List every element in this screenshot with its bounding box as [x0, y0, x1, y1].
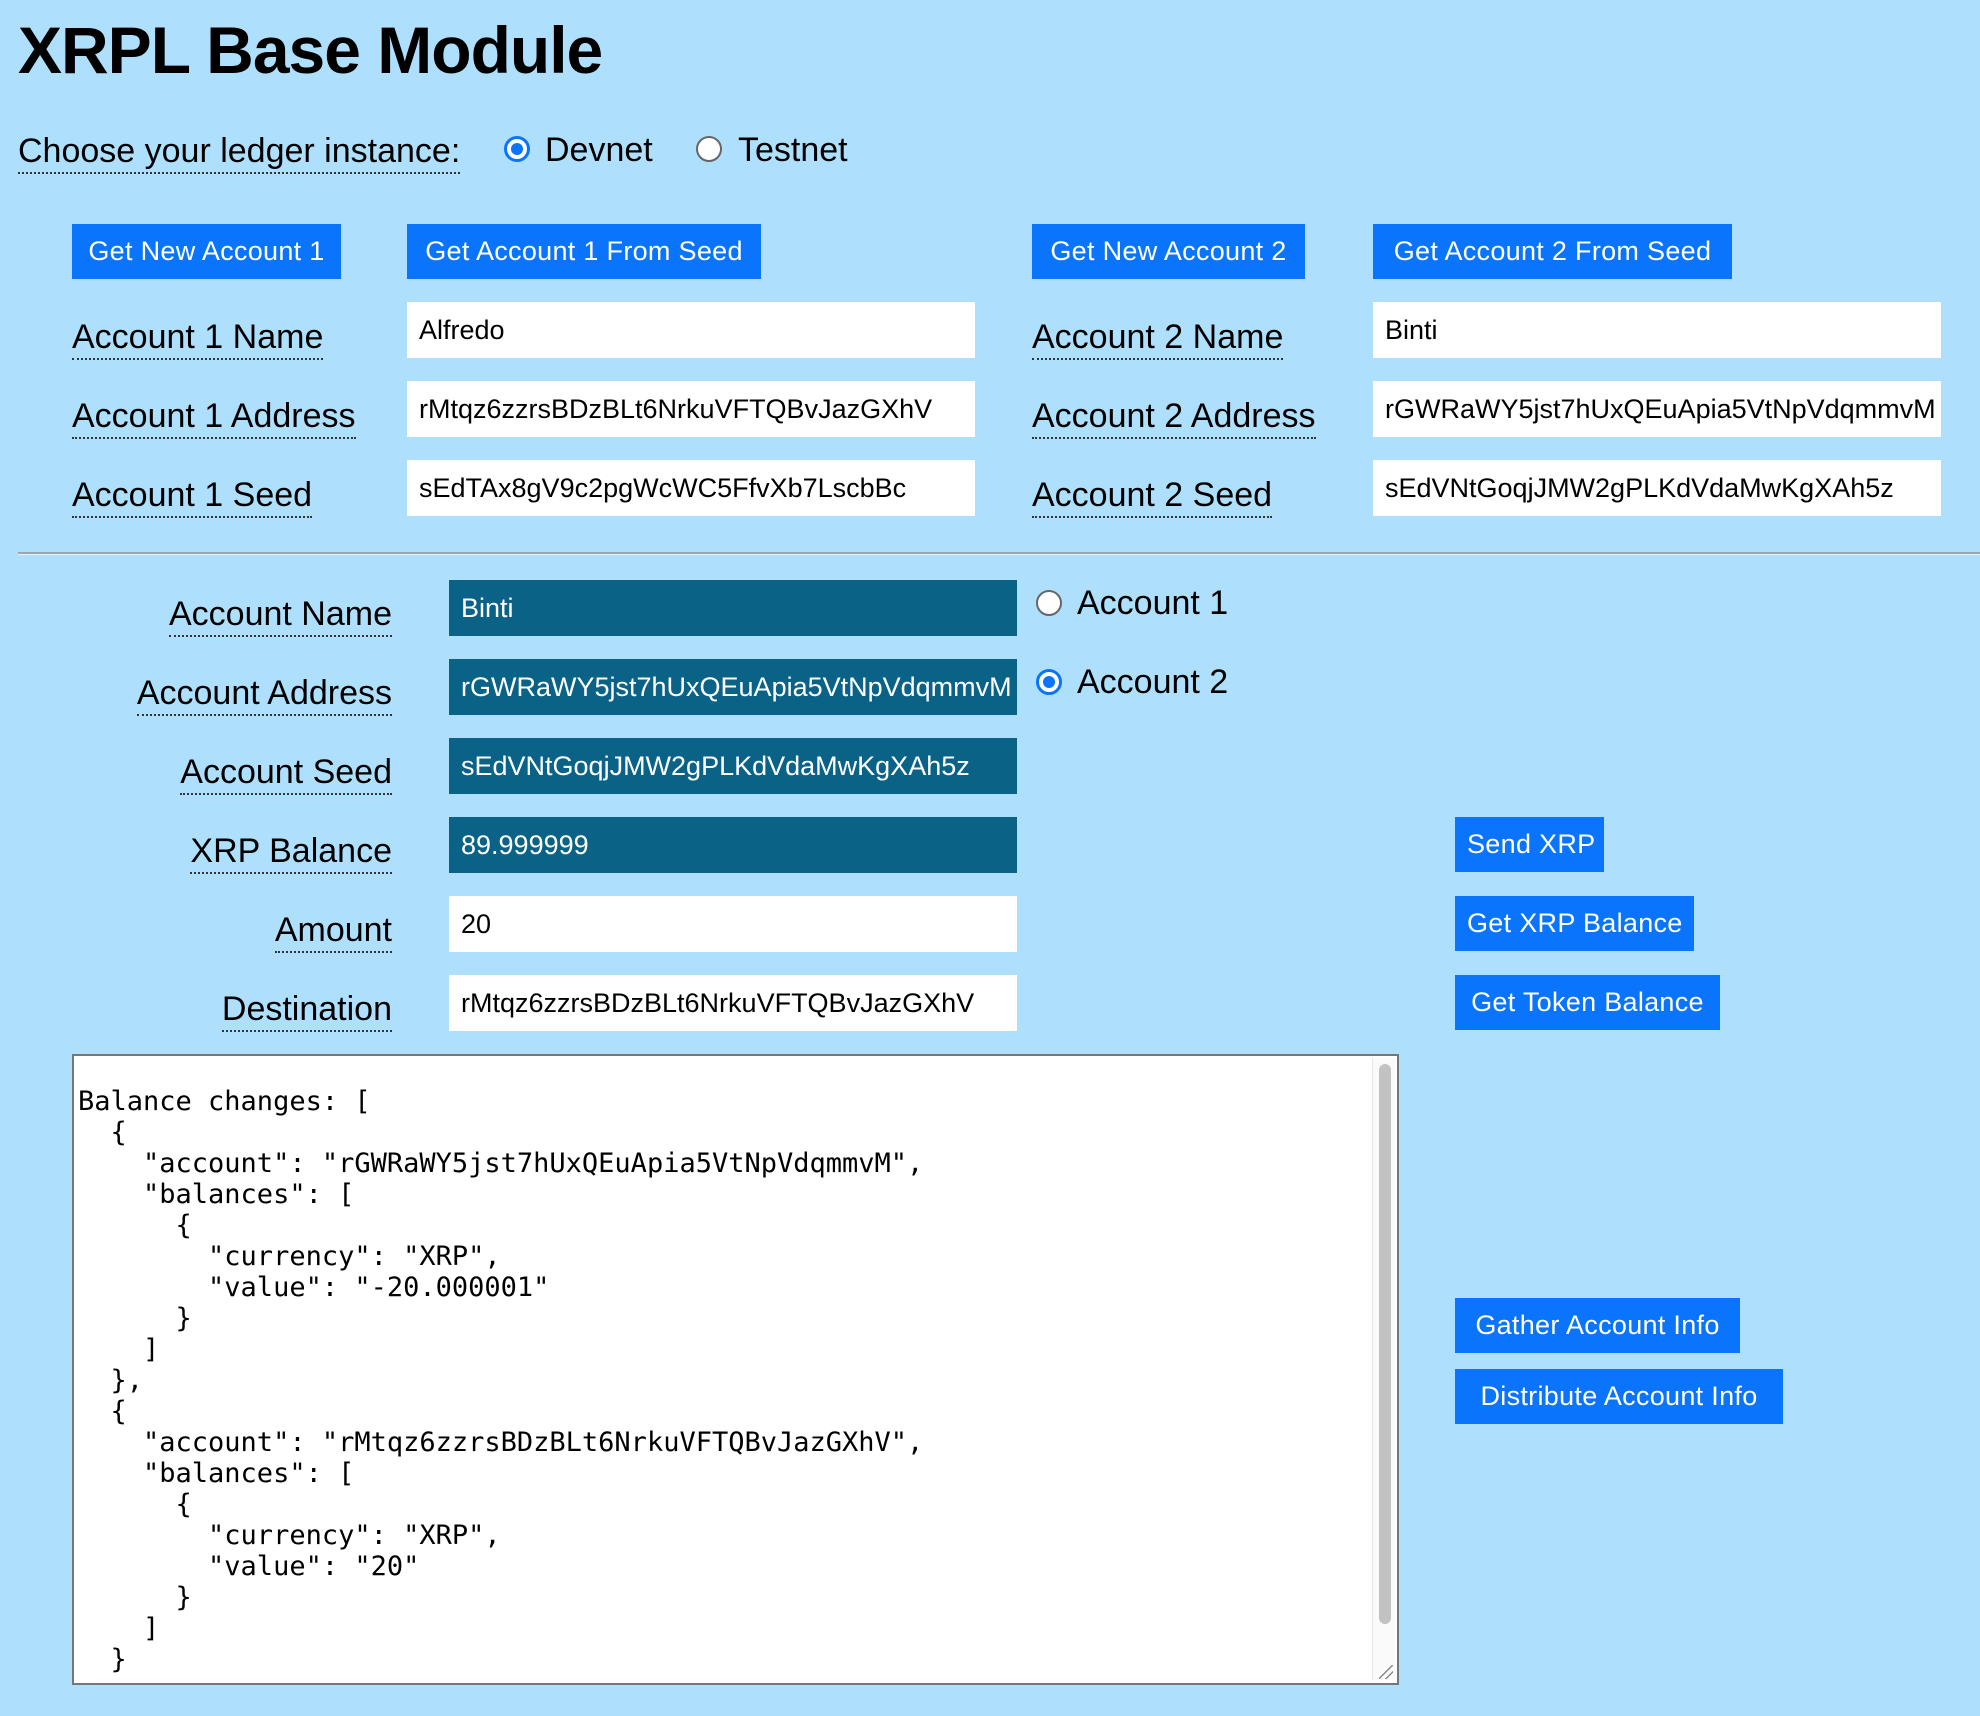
section-divider: [18, 552, 1980, 555]
results-textarea[interactable]: Balance changes: [ { "account": "rGWRaWY…: [72, 1054, 1399, 1685]
account-1-name-field[interactable]: Alfredo: [407, 302, 975, 358]
account-2-address-field[interactable]: rGWRaWY5jst7hUxQEuApia5VtNpVdqmmvM: [1373, 381, 1941, 437]
results-text: Balance changes: [ { "account": "rGWRaWY…: [78, 1086, 924, 1675]
page-title: XRPL Base Module: [18, 13, 603, 87]
gather-account-info-button[interactable]: Gather Account Info: [1455, 1298, 1740, 1353]
destination-field[interactable]: rMtqz6zzrsBDzBLt6NrkuVFTQBvJazGXhV: [449, 975, 1017, 1031]
get-new-account-2-button[interactable]: Get New Account 2: [1032, 224, 1305, 279]
results-scrollbar[interactable]: [1372, 1058, 1395, 1680]
distribute-account-info-button[interactable]: Distribute Account Info: [1455, 1369, 1783, 1424]
account-seed-label: Account Seed: [180, 752, 392, 795]
xrp-balance-label: XRP Balance: [190, 831, 392, 874]
account-2-radio-label[interactable]: Account 2: [1077, 663, 1229, 701]
account-1-seed-field[interactable]: sEdTAx8gV9c2pgWcWC5FfvXb7LscbBc: [407, 460, 975, 516]
get-account-2-from-seed-button[interactable]: Get Account 2 From Seed: [1373, 224, 1732, 279]
account-name-label: Account Name: [169, 594, 392, 637]
account-2-seed-label: Account 2 Seed: [1032, 475, 1273, 518]
results-scroll-thumb[interactable]: [1379, 1064, 1391, 1624]
account-1-radio[interactable]: [1036, 590, 1062, 616]
account-1-seed-label: Account 1 Seed: [72, 475, 313, 518]
account-2-radio[interactable]: [1036, 669, 1062, 695]
account-seed-field[interactable]: sEdVNtGoqjJMW2gPLKdVdaMwKgXAh5z: [449, 738, 1017, 794]
account-2-address-label: Account 2 Address: [1032, 396, 1316, 439]
devnet-radio[interactable]: [504, 136, 530, 162]
resize-grip-icon[interactable]: [1379, 1665, 1393, 1679]
get-new-account-1-button[interactable]: Get New Account 1: [72, 224, 341, 279]
amount-label: Amount: [274, 910, 392, 953]
send-xrp-button[interactable]: Send XRP: [1455, 817, 1604, 872]
devnet-label[interactable]: Devnet: [545, 131, 653, 169]
account-2-seed-field[interactable]: sEdVNtGoqjJMW2gPLKdVdaMwKgXAh5z: [1373, 460, 1941, 516]
account-2-name-label: Account 2 Name: [1032, 317, 1284, 360]
ledger-label: Choose your ledger instance:: [18, 131, 461, 174]
destination-label: Destination: [221, 989, 392, 1032]
xrp-balance-field[interactable]: 89.999999: [449, 817, 1017, 873]
account-1-address-field[interactable]: rMtqz6zzrsBDzBLt6NrkuVFTQBvJazGXhV: [407, 381, 975, 437]
account-1-radio-label[interactable]: Account 1: [1077, 584, 1229, 622]
get-token-balance-button[interactable]: Get Token Balance: [1455, 975, 1720, 1030]
amount-field[interactable]: 20: [449, 896, 1017, 952]
account-1-address-label: Account 1 Address: [72, 396, 356, 439]
account-2-name-field[interactable]: Binti: [1373, 302, 1941, 358]
testnet-radio[interactable]: [696, 136, 722, 162]
get-xrp-balance-button[interactable]: Get XRP Balance: [1455, 896, 1694, 951]
account-name-field[interactable]: Binti: [449, 580, 1017, 636]
testnet-label[interactable]: Testnet: [738, 131, 848, 169]
get-account-1-from-seed-button[interactable]: Get Account 1 From Seed: [407, 224, 761, 279]
account-address-label: Account Address: [136, 673, 392, 716]
account-address-field[interactable]: rGWRaWY5jst7hUxQEuApia5VtNpVdqmmvM: [449, 659, 1017, 715]
account-1-name-label: Account 1 Name: [72, 317, 324, 360]
